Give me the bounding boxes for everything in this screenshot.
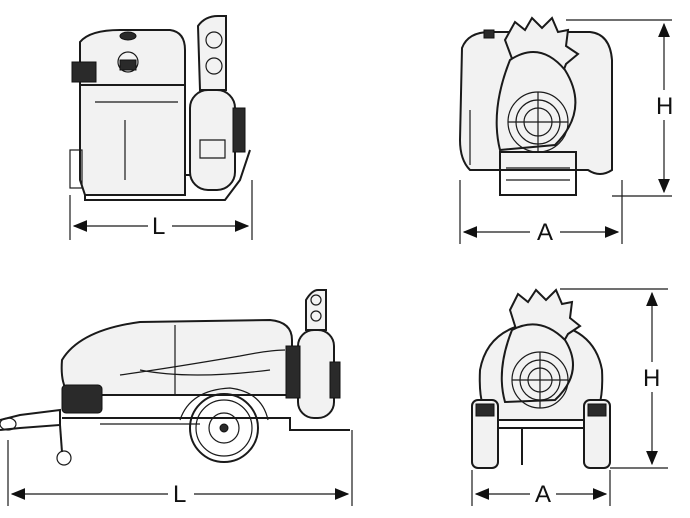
width-label-bottom: A [535, 481, 551, 508]
length-label-bottom: L [173, 481, 186, 508]
side-view-trailed: L [0, 289, 353, 508]
rear-view-trailed: H A [471, 288, 668, 508]
rear-view-compact: H A [458, 16, 673, 246]
side-view-compact: L [69, 15, 253, 240]
height-label-bottom: H [643, 365, 660, 392]
length-label-top: L [152, 213, 165, 240]
width-label-top: A [537, 219, 553, 246]
height-label-top: H [656, 93, 673, 120]
